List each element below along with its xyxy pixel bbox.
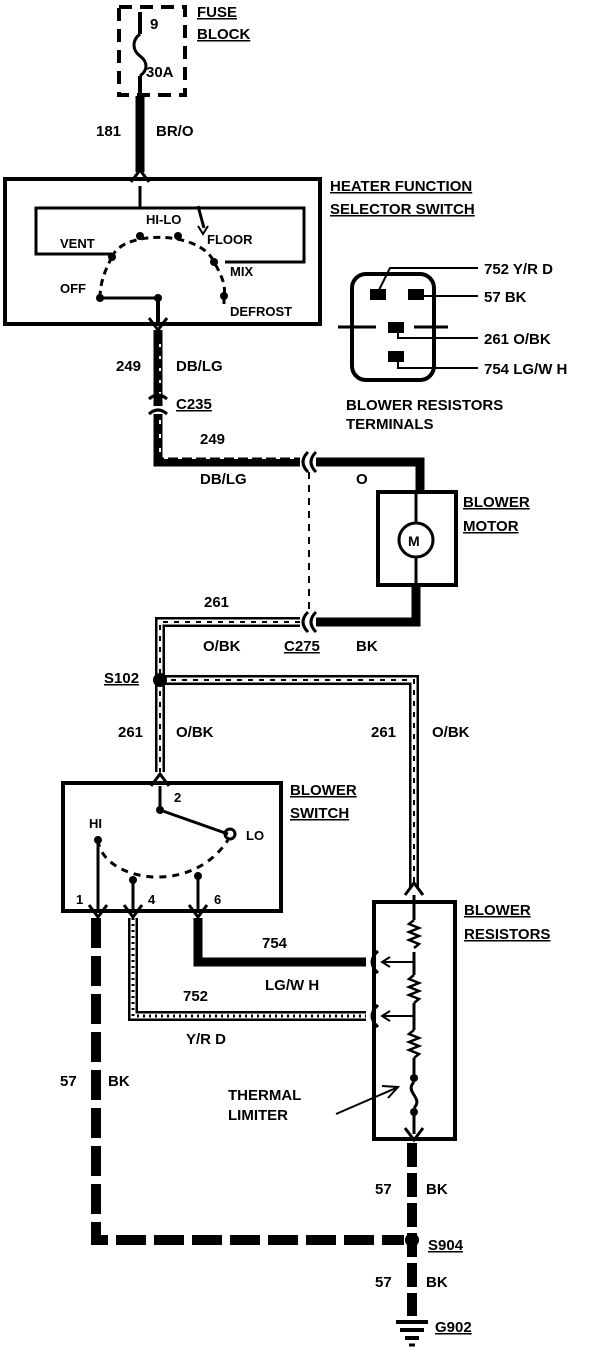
wire-752 xyxy=(128,918,366,1021)
connector-c235-label: C235 xyxy=(176,396,212,413)
resistor-terminals-caption: BLOWER RESISTORS xyxy=(346,397,503,414)
circuit-57-color-left: BK xyxy=(108,1073,130,1090)
connector-c235 xyxy=(148,393,168,416)
circuit-261-number-left: 261 xyxy=(118,724,143,741)
circuit-57-number-left: 57 xyxy=(60,1073,77,1090)
circuit-249-number-2: 249 xyxy=(200,431,225,448)
blower-resistors-title: BLOWER xyxy=(464,902,531,919)
circuit-752-color: Y/R D xyxy=(186,1031,226,1048)
vent-label: VENT xyxy=(60,236,95,251)
wire-57-left xyxy=(91,918,404,1245)
circuit-249-number: 249 xyxy=(116,358,141,375)
fuse-number: 9 xyxy=(150,16,158,33)
function-switch-title: HEATER FUNCTION xyxy=(330,178,472,195)
wire-754 xyxy=(193,918,366,967)
blower-motor-title: BLOWER xyxy=(463,494,530,511)
ground-symbol xyxy=(396,1320,428,1347)
splice-s904-dot xyxy=(405,1233,419,1247)
blower-switch xyxy=(61,771,283,920)
mix-label: MIX xyxy=(230,264,253,279)
circuit-261-color-left: O/BK xyxy=(176,724,214,741)
circuit-754-number: 754 xyxy=(262,935,288,952)
off-label: OFF xyxy=(60,281,86,296)
circuit-261-number-right: 261 xyxy=(371,724,396,741)
motor-symbol: M xyxy=(408,533,420,549)
blower-motor-title-2: MOTOR xyxy=(463,518,519,535)
fuse-block-title: FUSE xyxy=(197,4,237,21)
connector-c275-label: C275 xyxy=(284,638,320,655)
blower-switch-pin-1: 1 xyxy=(76,892,83,907)
motor-feed-color: O xyxy=(356,471,368,488)
thermal-limiter-arrowhead xyxy=(381,1085,401,1099)
circuit-57-number-right: 57 xyxy=(375,1181,392,1198)
defrost-label: DEFROST xyxy=(230,304,292,319)
motor-ground-color: BK xyxy=(356,638,378,655)
connector-c235-motor-side xyxy=(301,450,318,474)
circuit-754-color: LG/W H xyxy=(265,977,319,994)
circuit-249-color: DB/LG xyxy=(176,358,223,375)
blower-switch-connector-top xyxy=(149,771,171,787)
blower-switch-lo: LO xyxy=(246,828,264,843)
circuit-261-number: 261 xyxy=(204,594,229,611)
wire-249 xyxy=(153,330,300,467)
blower-switch-pin-6: 6 xyxy=(214,892,221,907)
wire-261 xyxy=(155,617,419,888)
blower-switch-title: BLOWER xyxy=(290,782,357,799)
function-selector-switch xyxy=(3,167,322,333)
blower-switch-pin-4: 4 xyxy=(148,892,156,907)
ground-g902-label: G902 xyxy=(435,1319,472,1336)
blower-switch-hi: HI xyxy=(89,816,102,831)
circuit-181-number: 181 xyxy=(96,123,121,140)
floor-label: FLOOR xyxy=(207,232,253,247)
splice-s102-label: S102 xyxy=(104,670,139,687)
circuit-181-color: BR/O xyxy=(156,123,194,140)
resistor-terminal-block xyxy=(338,267,478,382)
connector-c275 xyxy=(301,610,318,634)
circuit-57-color-right: BK xyxy=(426,1181,448,1198)
wire-motor-bk xyxy=(316,585,421,627)
terminal-label-754: 754 LG/W H xyxy=(484,361,567,378)
splice-s904-label: S904 xyxy=(428,1237,464,1254)
splice-s102-dot xyxy=(153,673,167,687)
thermal-limiter-label: THERMAL xyxy=(228,1087,301,1104)
blower-switch-title-2: SWITCH xyxy=(290,805,349,822)
fuse-rating: 30A xyxy=(146,64,174,81)
circuit-57-number-lower: 57 xyxy=(375,1274,392,1291)
circuit-261-color: O/BK xyxy=(203,638,241,655)
thermal-limiter-label-2: LIMITER xyxy=(228,1107,288,1124)
circuit-249-color-2: DB/LG xyxy=(200,471,247,488)
blower-switch-pin-2: 2 xyxy=(174,790,181,805)
terminal-label-752: 752 Y/R D xyxy=(484,261,553,278)
terminal-label-261: 261 O/BK xyxy=(484,331,551,348)
blower-resistors-title-2: RESISTORS xyxy=(464,926,550,943)
resistor-terminals-caption-2: TERMINALS xyxy=(346,416,434,433)
circuit-752-number: 752 xyxy=(183,988,208,1005)
hi-lo-label: HI-LO xyxy=(146,212,181,227)
fuse-block-title-2: BLOCK xyxy=(197,26,250,43)
connector-arrow-top xyxy=(129,167,151,183)
blower-resistors xyxy=(372,880,457,1143)
circuit-57-color-lower: BK xyxy=(426,1274,448,1291)
thermal-limiter-arrow xyxy=(335,1087,397,1115)
terminal-label-57: 57 BK xyxy=(484,289,527,306)
circuit-261-color-right: O/BK xyxy=(432,724,470,741)
fuse-block xyxy=(117,5,187,98)
wire-motor-feed xyxy=(316,457,425,490)
function-switch-title-2: SELECTOR SWITCH xyxy=(330,201,475,218)
